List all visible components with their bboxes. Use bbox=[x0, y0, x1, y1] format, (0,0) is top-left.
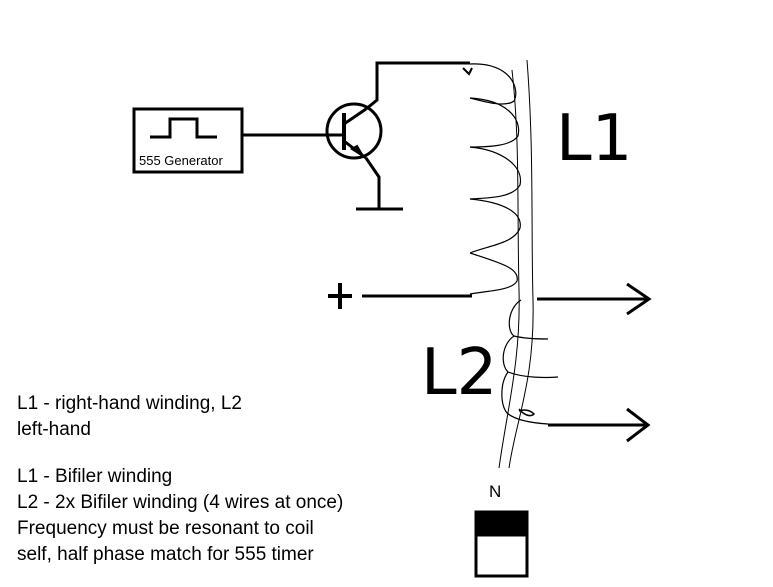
core-line-left bbox=[498, 69, 520, 469]
magnet-pole-label: N bbox=[489, 482, 501, 501]
note-line: Frequency must be resonant to coil bbox=[17, 518, 314, 539]
note-line: L2 - 2x Bifiler winding (4 wires at once… bbox=[17, 492, 344, 513]
magnet-north-half bbox=[474, 510, 529, 537]
transistor-collector-lead bbox=[343, 107, 367, 126]
l2-label: L2 bbox=[421, 336, 497, 410]
output-arrow-lower bbox=[548, 407, 651, 443]
generator-box bbox=[132, 107, 244, 174]
generator-block: 555 Generator bbox=[132, 107, 244, 174]
collector-wire bbox=[365, 61, 470, 111]
core-line-right bbox=[508, 59, 534, 469]
arrow-head-icon bbox=[626, 282, 652, 316]
output-arrow-upper bbox=[537, 282, 652, 316]
winding-direction-note: L1 - right-hand winding, L2 left-hand bbox=[17, 391, 242, 443]
l1-turn bbox=[469, 97, 520, 148]
note-line: L1 - right-hand winding, L2 bbox=[17, 393, 242, 414]
generator-label: 555 Generator bbox=[139, 153, 224, 168]
l2-turn bbox=[508, 299, 549, 340]
l1-label: L1 bbox=[556, 102, 632, 176]
l2-turn bbox=[501, 371, 549, 425]
emitter-wire bbox=[364, 157, 381, 209]
transistor-symbol bbox=[325, 102, 383, 160]
magnet: N bbox=[474, 482, 529, 578]
winding-details-note: L1 - Bifiler winding L2 - 2x Bifiler win… bbox=[17, 464, 343, 568]
magnet-south-half bbox=[474, 533, 529, 578]
transistor-body bbox=[325, 102, 383, 160]
coil-top-tick bbox=[462, 67, 473, 76]
l1-turn bbox=[469, 146, 521, 200]
l2-winding bbox=[501, 299, 559, 425]
square-wave-icon bbox=[150, 117, 217, 139]
l1-winding bbox=[469, 63, 521, 295]
l2-knot bbox=[518, 408, 536, 417]
note-line: self, half phase match for 555 timer bbox=[17, 544, 314, 565]
emitter-arrow-icon bbox=[350, 144, 364, 157]
note-line: L1 - Bifiler winding bbox=[17, 466, 173, 487]
l1-turn bbox=[469, 63, 517, 105]
l1-turn bbox=[469, 198, 521, 254]
positive-terminal bbox=[328, 283, 472, 309]
arrow-head-icon bbox=[626, 407, 651, 443]
note-line: left-hand bbox=[17, 419, 91, 440]
l1-turn bbox=[469, 252, 518, 295]
